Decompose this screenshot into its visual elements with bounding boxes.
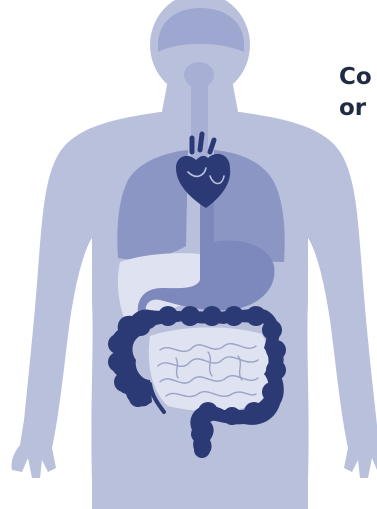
caption-line-2: or xyxy=(339,93,372,124)
caption-line-1: Co xyxy=(339,62,372,93)
caption-text: Co or xyxy=(339,62,372,124)
